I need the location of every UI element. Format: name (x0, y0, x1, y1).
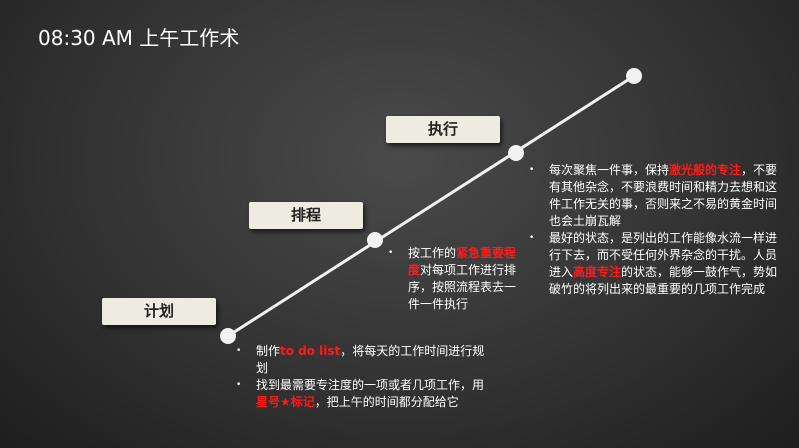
bullet: 最好的状态，是列出的工作能像水流一样进行下去，而不受任何外界杂念的干扰。人员进入… (529, 230, 779, 298)
step-label-plan: 计划 (102, 298, 216, 325)
plan-bullets: 制作to do list，将每天的工作时间进行规划 找到最需要专注度的一项或者几… (236, 343, 488, 411)
schedule-bullets: 按工作的紧急重要程度对每项工作进行排序，按照流程表去一件一件执行 (388, 245, 520, 313)
execute-bullets: 每次聚焦一件事，保持激光般的专注，不要有其他杂念，不要浪费时间和精力去想和这件工… (529, 162, 779, 298)
timeline-node (626, 68, 642, 84)
bullet: 制作to do list，将每天的工作时间进行规划 (236, 343, 488, 377)
timeline-node (367, 232, 383, 248)
slide-title: 08:30 AM 上午工作术 (38, 26, 240, 50)
bullet: 每次聚焦一件事，保持激光般的专注，不要有其他杂念，不要浪费时间和精力去想和这件工… (529, 162, 779, 230)
step-label-schedule: 排程 (249, 202, 363, 229)
step-label-execute: 执行 (386, 116, 500, 143)
bullet: 找到最需要专注度的一项或者几项工作，用星号★标记，把上午的时间都分配给它 (236, 377, 488, 411)
timeline-line (227, 74, 635, 338)
timeline-node (508, 145, 524, 161)
timeline-node (220, 328, 236, 344)
bullet: 按工作的紧急重要程度对每项工作进行排序，按照流程表去一件一件执行 (388, 245, 520, 313)
